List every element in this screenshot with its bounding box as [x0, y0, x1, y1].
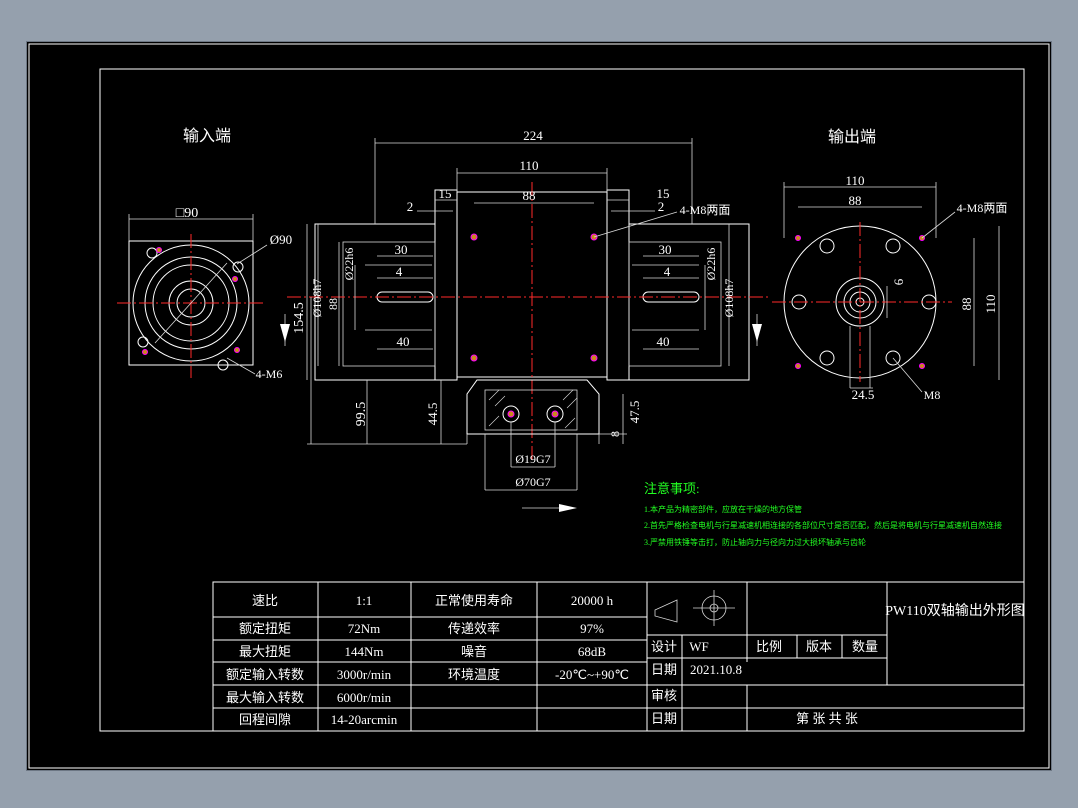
dim-output-height: 110 — [983, 294, 998, 313]
dim-base: 44.5 — [425, 403, 440, 426]
projection-cone-icon — [654, 599, 678, 623]
spec-r3-c3: 噪音 — [461, 644, 487, 659]
spec-r5-c2: 6000r/min — [337, 690, 392, 705]
sheet-border — [28, 43, 1050, 769]
dim-output-width: 110 — [845, 173, 864, 188]
spec-r4-c3: 环境温度 — [448, 667, 500, 682]
output-view-title: 输出端 — [828, 128, 876, 146]
notes: 注意事项: 1.本产品为精密部件，应放在干燥的地方保管 2.首先严格检查电机与行… — [644, 481, 1002, 547]
dim-bolt: 88 — [523, 188, 536, 203]
title-block: PW110双轴输出外形图 设计 WF 比例 版本 数量 日期 2021.10.8… — [646, 581, 1025, 732]
dim-output-thread: M8 — [924, 388, 941, 402]
dim-input-circle: Ø90 — [270, 232, 292, 247]
dim-pilot-left: Ø108h7 — [310, 279, 324, 318]
dim-bore: Ø19G7 — [515, 452, 550, 466]
dim-left-gap: 2 — [407, 199, 414, 214]
spec-r4-c2: 3000r/min — [337, 667, 392, 682]
note-item-1: 1.本产品为精密部件，应放在干燥的地方保管 — [644, 504, 802, 514]
dim-output-holes: 4-M8两面 — [957, 201, 1008, 215]
date-label-2: 日期 — [651, 711, 677, 726]
dim-base-8: 8 — [608, 431, 622, 437]
dim-foot: 99.5 — [354, 402, 369, 427]
dim-right-flange: 15 — [657, 186, 670, 201]
dim-output-inner: 88 — [959, 298, 974, 311]
dim-inner-88: 88 — [326, 298, 340, 310]
drawing-title: PW110双轴输出外形图 — [885, 603, 1024, 619]
dim-shaft-dia-right: Ø22h6 — [704, 248, 718, 281]
spec-r4-c1: 额定输入转数 — [226, 667, 304, 682]
design-label: 设计 — [651, 639, 677, 654]
spec-r1-c2: 1:1 — [356, 593, 373, 608]
dim-base-right: 47.5 — [627, 401, 642, 424]
scale-label: 比例 — [756, 639, 782, 654]
spec-r6-c1: 回程间隙 — [239, 712, 291, 727]
arrow-icon — [752, 324, 762, 342]
spec-r4-c4: -20℃~+90℃ — [555, 667, 629, 682]
notes-title: 注意事项: — [644, 481, 700, 496]
dim-pilot-right: Ø108h7 — [722, 279, 736, 318]
review-label: 审核 — [651, 688, 677, 703]
input-view-title: 输入端 — [183, 127, 231, 145]
designer: WF — [689, 639, 709, 654]
dim-right-gap: 2 — [658, 199, 665, 214]
arrow-icon — [280, 324, 290, 342]
dim-shaft-dia-left: Ø22h6 — [342, 248, 356, 281]
arrow-icon — [559, 504, 577, 512]
drawing-canvas: 输入端 □90 Ø90 4-M6 — [27, 42, 1051, 770]
side-view: 224 110 88 15 15 2 2 4-M8两面 30 4 40 30 4… — [287, 128, 769, 512]
note-item-3: 3.严禁用铁锤等击打，防止轴向力与径向力过大损坏轴承与齿轮 — [644, 537, 866, 547]
spec-r1-c4: 20000 h — [571, 593, 614, 608]
date-value: 2021.10.8 — [690, 662, 742, 677]
dim-key-width-right: 4 — [664, 264, 671, 279]
dim-key-len-right: 30 — [659, 242, 672, 257]
sheet-text: 第 张 共 张 — [796, 711, 858, 726]
dim-shaft-len-left: 40 — [397, 334, 410, 349]
spec-table: 速比 1:1 正常使用寿命 20000 h 额定扭矩 72Nm 传递效率 97%… — [212, 581, 648, 732]
dim-body: 110 — [519, 158, 538, 173]
spec-r5-c1: 最大输入转数 — [226, 690, 304, 705]
dim-shaft-len-right: 40 — [657, 334, 670, 349]
dim-key-len-left: 30 — [395, 242, 408, 257]
dim-side-holes: 4-M8两面 — [680, 203, 731, 217]
dim-output-offset: 24.5 — [852, 387, 875, 402]
spec-r6-c2: 14-20arcmin — [331, 712, 398, 727]
spec-r2-c4: 97% — [580, 621, 604, 636]
qty-label: 数量 — [852, 639, 878, 654]
spec-r2-c3: 传递效率 — [448, 621, 500, 636]
dim-left-flange: 15 — [439, 186, 452, 201]
spec-r1-c3: 正常使用寿命 — [435, 593, 513, 608]
note-item-2: 2.首先严格检查电机与行星减速机相连接的各部位尺寸是否匹配，然后是将电机与行星减… — [644, 520, 1002, 530]
cad-drawing: 输入端 □90 Ø90 4-M6 — [28, 43, 1050, 769]
dim-output-key: 6 — [891, 278, 906, 285]
dim-output-bolt: 88 — [849, 193, 862, 208]
input-end-view: 输入端 □90 Ø90 4-M6 — [117, 127, 292, 381]
dim-key-width-left: 4 — [396, 264, 403, 279]
spec-r3-c4: 68dB — [578, 644, 607, 659]
spec-r3-c2: 144Nm — [345, 644, 384, 659]
version-label: 版本 — [806, 639, 832, 654]
dim-overall: 224 — [523, 128, 543, 143]
spec-r3-c1: 最大扭矩 — [239, 644, 291, 659]
dim-input-holes: 4-M6 — [256, 367, 283, 381]
dim-bore-outer: Ø70G7 — [515, 475, 550, 489]
dim-input-square: □90 — [176, 206, 198, 221]
spec-r2-c2: 72Nm — [348, 621, 381, 636]
dim-height: 154.5 — [292, 302, 307, 334]
date-label: 日期 — [651, 662, 677, 677]
output-end-view: 输出端 110 88 4-M8两面 88 110 6 24.5 M8 — [772, 128, 1007, 402]
spec-r2-c1: 额定扭矩 — [239, 621, 291, 636]
spec-r1-c1: 速比 — [252, 593, 278, 608]
